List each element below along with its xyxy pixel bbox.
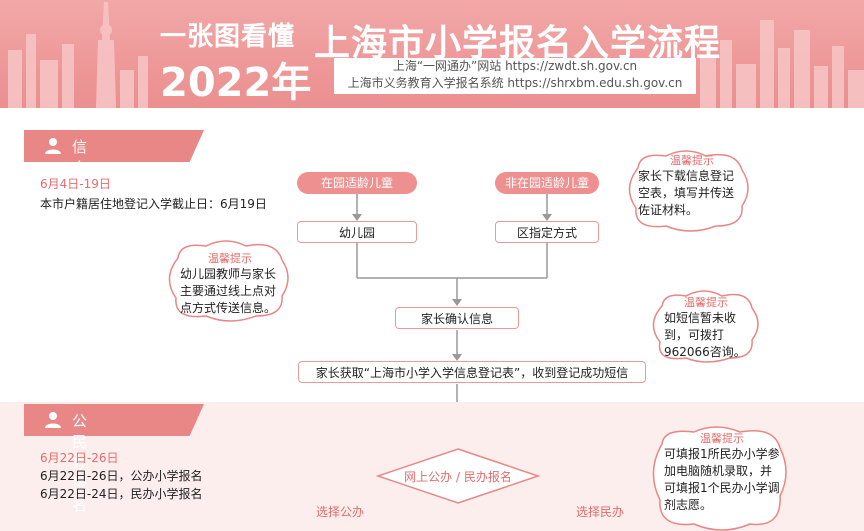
tip-cloud-4: 温馨提示 可填报1所民办小学参加电脑随机录取，并可填报1个民办小学调剂志愿。	[650, 424, 790, 531]
choose-private-label: 选择民办	[576, 505, 625, 519]
section-label: 信息登记	[72, 138, 88, 219]
user-icon	[45, 138, 61, 154]
box-confirm-info: 家长确认信息	[395, 307, 519, 329]
url-line-2[interactable]: 上海市义务教育入学报名系统 https://shrxbm.edu.sh.gov.…	[347, 76, 683, 90]
box-district-method: 区指定方式	[495, 221, 599, 243]
registration-note: 本市户籍居住地登记入学截止日：6月19日	[40, 197, 267, 211]
header-year: 2022年	[160, 60, 312, 106]
tip-text: 如短信暂未收到，可拨打962066咨询。	[664, 311, 746, 359]
url-panel: 上海“一网通办”网站 https://zwdt.sh.gov.cn 上海市义务教…	[334, 58, 696, 94]
tip-title: 温馨提示	[670, 154, 714, 167]
tip-title: 温馨提示	[208, 252, 252, 265]
diamond-shape	[376, 448, 540, 504]
cloud-icon	[652, 290, 759, 363]
tip-text: 幼儿园教师与家长主要通过线上点对点方式传送信息。	[180, 267, 277, 315]
pill-not-in-kindergarten: 非在园适龄儿童	[495, 172, 599, 194]
section-label: 公民办报名	[72, 412, 88, 514]
enrollment-public: 6月22日-26日，公办小学报名	[40, 469, 203, 483]
tip-cloud-3: 温馨提示 如短信暂未收到，可拨打962066咨询。	[650, 288, 762, 364]
tip-title: 温馨提示	[684, 296, 728, 309]
user-icon	[45, 412, 61, 428]
cloud-icon	[168, 240, 289, 322]
choose-public-label: 选择公办	[316, 505, 365, 519]
enrollment-date: 6月22日-26日	[40, 451, 119, 465]
tip-cloud-2: 温馨提示 幼儿园教师与家长主要通过线上点对点方式传送信息。	[166, 238, 292, 322]
diamond-label: 网上公办 / 民办报名	[404, 470, 512, 484]
tip-text: 可填报1所民办小学参加电脑随机录取，并可填报1个民办小学调剂志愿。	[664, 447, 780, 512]
registration-date: 6月4日-19日	[40, 177, 111, 191]
pill-in-kindergarten: 在园适龄儿童	[297, 172, 417, 194]
tip-title: 温馨提示	[700, 432, 744, 445]
cloud-icon	[628, 150, 749, 232]
tip-text: 家长下载信息登记空表，填写并传送佐证材料。	[638, 169, 735, 217]
header-banner: 一张图看懂 2022年 上海市小学报名入学流程 上海“一网通办”网站 https…	[0, 0, 864, 108]
skyline-illustration	[8, 2, 864, 108]
header-subtitle: 一张图看懂	[160, 22, 296, 52]
enrollment-private: 6月22日-24日，民办小学报名	[40, 487, 203, 501]
tip-cloud-1: 温馨提示 家长下载信息登记空表，填写并传送佐证材料。	[626, 148, 752, 234]
url-line-1[interactable]: 上海“一网通办”网站 https://zwdt.sh.gov.cn	[392, 59, 638, 73]
page-title: 上海市小学报名入学流程	[314, 23, 722, 64]
cloud-icon	[652, 426, 787, 531]
box-kindergarten: 幼儿园	[297, 221, 417, 243]
box-receive-form: 家长获取“上海市小学入学信息登记表”，收到登记成功短信	[298, 361, 646, 383]
